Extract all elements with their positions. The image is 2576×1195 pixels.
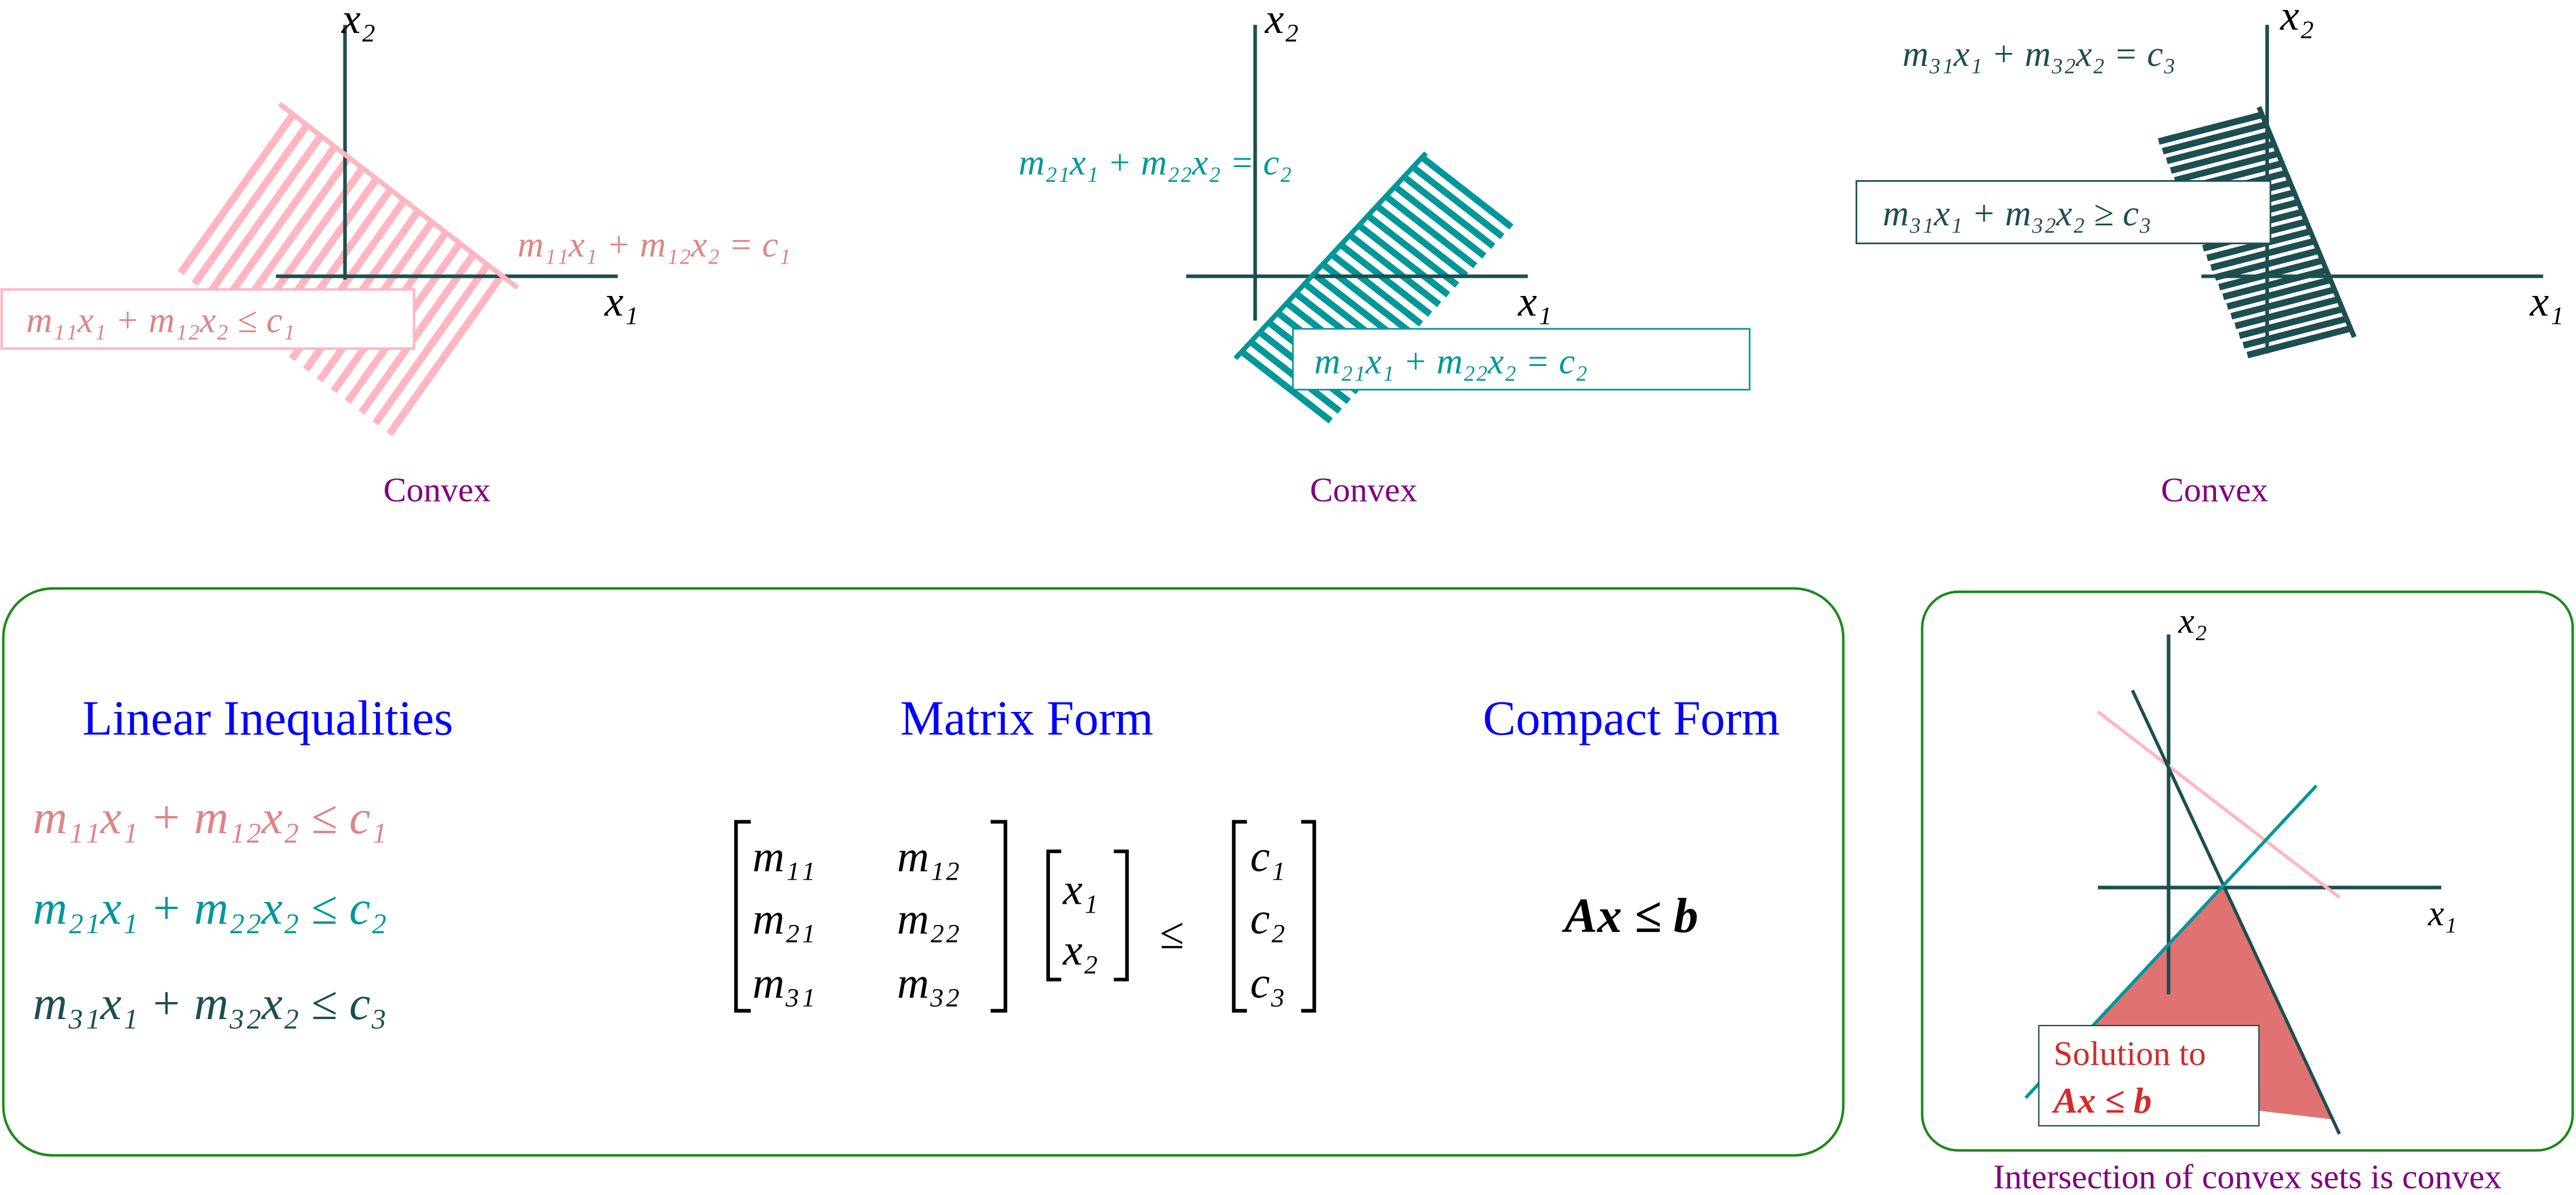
vector-x-cell: x₁ xyxy=(1062,865,1098,914)
x1-label: x₁ xyxy=(2428,894,2457,934)
inequality-text-2: m₂₁x₁ + m₂₂x₂ = c₂ xyxy=(1314,341,1587,381)
intersection-caption: Intersection of convex sets is convex xyxy=(1993,1157,2501,1195)
summary-frame xyxy=(2,587,1845,1157)
x2-label: x₂ xyxy=(2280,0,2314,39)
hatch-stripe xyxy=(2174,151,2278,184)
bracket-right xyxy=(991,820,1008,1013)
compact-equation: Ax ≤ b xyxy=(1561,888,1698,943)
vector-c-cell: c₁ xyxy=(1250,832,1285,881)
hatch-stripe xyxy=(1330,252,1424,327)
hatch-stripe xyxy=(2226,277,2330,310)
inequality-box-2 xyxy=(1292,328,1751,391)
inequality-3: m₃₁x₁ + m₃₂x₂ ≤ c₃ xyxy=(33,977,387,1030)
x2-label: x₂ xyxy=(1264,0,1298,42)
intersection-box: x₂ x₁ Solution to Ax ≤ b Intersection of… xyxy=(1921,590,2574,1195)
hatch-stripe xyxy=(1384,194,1478,269)
hatch-stripe xyxy=(358,252,476,415)
bracket-left xyxy=(1046,849,1062,981)
hatch-stripe xyxy=(2158,112,2262,145)
hatch-stripe xyxy=(219,145,338,308)
matrix-cell: m₁₂ xyxy=(897,832,960,881)
x2-label: x₂ xyxy=(341,0,375,42)
x1-label: x₁ xyxy=(604,278,638,325)
line-1-pink xyxy=(2097,710,2341,899)
vector-x-cell: x₂ xyxy=(1062,926,1098,975)
hatch-stripe xyxy=(2165,131,2270,164)
matrix-form-title: Matrix Form xyxy=(900,691,1153,746)
hatch-stripe xyxy=(2162,121,2266,155)
hatch-stripe xyxy=(2210,238,2314,271)
bracket-right xyxy=(1301,820,1317,1013)
matrix-cell: m₃₂ xyxy=(897,959,960,1008)
x1-label: x₁ xyxy=(1517,278,1551,325)
hatch-stripe xyxy=(2206,228,2310,261)
hatch-stripe xyxy=(1402,174,1496,249)
matrix-cell: m₂₂ xyxy=(897,895,960,944)
hatch-stripe xyxy=(1348,232,1441,307)
inequality-text-3: m₃₁x₁ + m₃₂x₂ ≥ c₃ xyxy=(1882,194,2151,234)
boundary-label-2: m₂₁x₁ + m₂₂x₂ = c₂ xyxy=(1018,142,1291,182)
panel-2: x₂ x₁ m₂₁x₁ + m₂₂x₂ = c₂ m₂₁x₁ + m₂₂x₂ =… xyxy=(1018,0,1751,509)
caption-convex-3: Convex xyxy=(2161,471,2268,509)
x1-label: x₁ xyxy=(2530,278,2564,325)
matrix-cell: m₃₁ xyxy=(752,959,815,1008)
solution-label-line2: Ax ≤ b xyxy=(2051,1081,2152,1121)
hatch-stripe xyxy=(1375,204,1468,278)
inequality-2: m₂₁x₁ + m₂₂x₂ ≤ c₂ xyxy=(33,881,387,934)
bracket-right xyxy=(1114,849,1129,981)
hatch-stripe xyxy=(2242,315,2347,349)
matrix-cell: m₂₁ xyxy=(752,895,815,944)
inequality-1: m₁₁x₁ + m₁₂x₂ ≤ c₁ xyxy=(33,791,387,844)
hatch-stripe xyxy=(2234,296,2338,329)
boundary-line-2 xyxy=(1234,151,1428,361)
vector-c-cell: c₂ xyxy=(1250,895,1285,944)
inequality-box-3 xyxy=(1855,180,2271,245)
hatch-stripe xyxy=(1357,223,1451,298)
solution-label-box xyxy=(2038,1024,2260,1127)
relation-symbol: ≤ xyxy=(1160,910,1184,958)
bracket-left xyxy=(1232,820,1247,1013)
caption-convex-2: Convex xyxy=(1310,471,1417,509)
hatch-stripe xyxy=(1339,242,1432,317)
hatch-stripe xyxy=(178,113,296,275)
hatch-stripe xyxy=(2247,325,2350,358)
matrix-cell: m₁₁ xyxy=(752,832,815,881)
bracket-left xyxy=(734,820,751,1013)
linear-inequalities-title: Linear Inequalities xyxy=(82,691,453,746)
panel-3: x₂ x₁ m₃₁x₁ + m₃₂x₂ = c₃ m₃₁x₁ + m₃₂x₂ ≥… xyxy=(1855,0,2564,509)
boundary-line-1 xyxy=(278,101,519,290)
line-3-dark xyxy=(2131,690,2341,1135)
hatch-stripe xyxy=(1239,349,1333,424)
hatch-stripe xyxy=(1421,155,1514,230)
hatch-stripe xyxy=(386,274,504,437)
intersection-frame xyxy=(1921,590,2574,1152)
boundary-label-1: m₁₁x₁ + m₁₂x₂ = c₁ xyxy=(518,225,791,265)
boundary-line-3 xyxy=(2257,106,2357,338)
hatch-stripe xyxy=(1411,165,1505,239)
inequality-text-1: m₁₁x₁ + m₁₂x₂ ≤ c₁ xyxy=(26,300,295,340)
x2-label: x₂ xyxy=(2178,601,2207,641)
boundary-label-3: m₃₁x₁ + m₃₂x₂ = c₃ xyxy=(1902,34,2175,74)
hatch-stripe xyxy=(1393,184,1487,259)
hatch-stripe xyxy=(1366,213,1459,288)
hatch-stripe xyxy=(372,263,491,426)
hatch-stripe xyxy=(2218,257,2322,291)
hatch-stripe xyxy=(2238,306,2342,339)
inequality-box-1 xyxy=(0,288,415,350)
hatch-stripe xyxy=(191,124,309,286)
hatch-stripe xyxy=(2170,141,2274,174)
panel-1: x₂ x₁ m₁₁x₁ + m₁₂x₂ = c₁ m₁₁x₁ + m₁₂x₂ ≤… xyxy=(0,0,791,509)
matrix-equation xyxy=(734,820,1317,1013)
hatch-stripe xyxy=(205,134,324,297)
caption-convex-1: Convex xyxy=(384,471,491,509)
summary-box: Linear Inequalities m₁₁x₁ + m₁₂x₂ ≤ c₁ m… xyxy=(2,587,1845,1157)
hatch-stripe xyxy=(2230,287,2334,319)
solution-label-line1: Solution to xyxy=(2054,1034,2206,1073)
compact-form-title: Compact Form xyxy=(1483,691,1780,746)
vector-c-cell: c₃ xyxy=(1250,959,1285,1008)
